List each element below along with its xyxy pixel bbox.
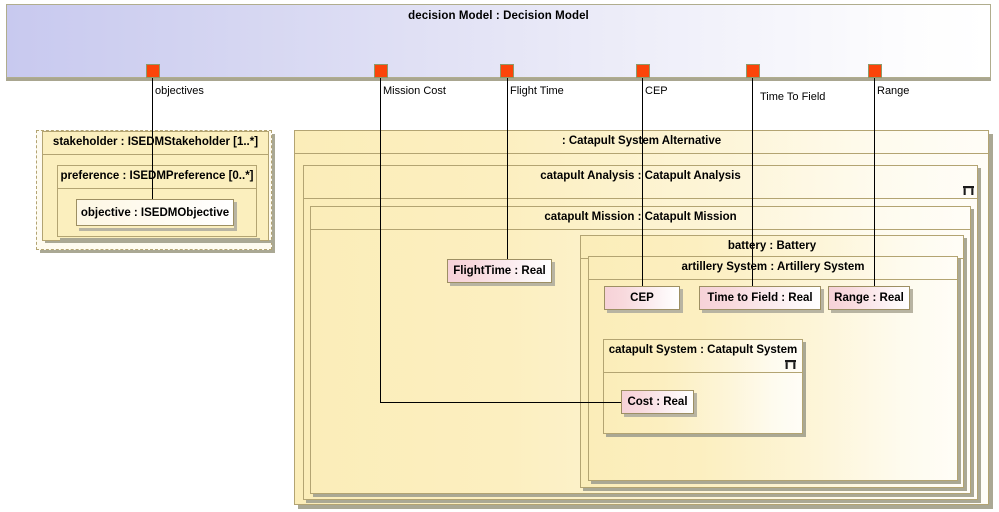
alternative-shadow-right: [989, 134, 993, 509]
connector-mission-cost-horizontal: [380, 402, 621, 403]
cost-box-shadow-right: [694, 393, 697, 417]
connector-time-to-field: [752, 78, 753, 286]
decision-model-title: decision Model : Decision Model: [408, 10, 589, 22]
part-mission-header: catapult Mission : Catapult Mission: [311, 207, 970, 230]
cost-value-box[interactable]: Cost : Real: [621, 390, 694, 414]
connector-cep: [642, 78, 643, 286]
cep-value-label: CEP: [630, 292, 654, 304]
port-label-mission-cost: Mission Cost: [383, 85, 446, 97]
part-analysis-header: catapult Analysis : Catapult Analysis: [304, 166, 977, 199]
part-catapult-system[interactable]: catapult System : Catapult System: [603, 339, 803, 434]
stakeholder-group-shadow: [40, 250, 275, 253]
artillery-shadow-bottom: [591, 481, 961, 484]
objective-box-shadow: [79, 228, 237, 231]
port-time-to-field[interactable]: [746, 64, 760, 78]
artillery-shadow-right: [958, 259, 961, 484]
part-artillery-header: artillery System : Artillery System: [589, 257, 957, 280]
cep-box-shadow-bottom: [607, 310, 683, 313]
port-label-time-to-field: Time To Field: [760, 91, 826, 103]
flighttime-value-label: FlightTime : Real: [453, 265, 546, 277]
range-box-shadow-bottom: [831, 310, 913, 313]
port-label-flight-time: Flight Time: [510, 85, 564, 97]
part-stakeholder-header: stakeholder : ISEDMStakeholder [1..*]: [43, 132, 268, 155]
time-to-field-value-box[interactable]: Time to Field : Real: [699, 286, 821, 310]
port-objectives[interactable]: [146, 64, 160, 78]
connector-range: [874, 78, 875, 286]
port-label-range: Range: [877, 85, 910, 97]
decision-model-bottom-edge: [6, 78, 991, 81]
port-mission-cost[interactable]: [374, 64, 388, 78]
catapult-system-shadow-right: [803, 342, 806, 437]
part-preference-title: preference : ISEDMPreference [0..*]: [60, 170, 254, 182]
alternative-shadow-bottom: [298, 505, 992, 509]
objective-box-label: objective : ISEDMObjective: [80, 206, 230, 219]
ibd-icon-analysis: [963, 186, 974, 195]
flighttime-box-shadow-bottom: [450, 283, 555, 286]
cost-box-shadow-bottom: [624, 414, 697, 417]
part-alternative-title: : Catapult System Alternative: [561, 135, 722, 147]
part-battery-title: battery : Battery: [727, 240, 817, 252]
analysis-shadow-right: [978, 168, 981, 503]
ibd-icon-catapult-system: [785, 360, 796, 369]
catapult-system-shadow-bottom: [606, 434, 806, 437]
part-mission-title: catapult Mission : Catapult Mission: [544, 211, 737, 223]
port-label-cep: CEP: [645, 85, 668, 97]
connector-objectives: [152, 78, 153, 211]
time-to-field-value-label: Time to Field : Real: [707, 292, 813, 304]
range-value-box[interactable]: Range : Real: [828, 286, 910, 310]
mission-shadow-right: [971, 209, 974, 497]
part-analysis-title: catapult Analysis : Catapult Analysis: [540, 170, 741, 182]
part-artillery-title: artillery System : Artillery System: [681, 261, 865, 273]
part-alternative-header: : Catapult System Alternative: [295, 131, 988, 154]
mission-shadow-bottom: [313, 494, 974, 497]
connector-flight-time: [507, 78, 508, 260]
port-cep[interactable]: [636, 64, 650, 78]
port-range[interactable]: [868, 64, 882, 78]
range-box-shadow-right: [910, 289, 913, 313]
part-stakeholder-title: stakeholder : ISEDMStakeholder [1..*]: [52, 136, 259, 148]
part-catapult-system-title: catapult System : Catapult System: [608, 344, 798, 356]
preference-shadow: [60, 238, 260, 241]
range-value-label: Range : Real: [834, 292, 904, 304]
objective-box[interactable]: objective : ISEDMObjective: [76, 199, 234, 226]
cost-value-label: Cost : Real: [627, 396, 688, 408]
port-label-objectives: objectives: [155, 85, 204, 97]
stakeholder-shadow: [45, 240, 272, 243]
cep-value-box[interactable]: CEP: [604, 286, 680, 310]
decision-model-block[interactable]: decision Model : Decision Model: [6, 4, 991, 78]
analysis-shadow-bottom: [306, 500, 981, 503]
objective-box-shadow-right: [234, 202, 237, 231]
connector-mission-cost-vertical: [380, 78, 381, 403]
stakeholder-group-shadow-right: [272, 134, 275, 253]
part-preference-header: preference : ISEDMPreference [0..*]: [58, 166, 256, 189]
ttf-box-shadow-right: [821, 289, 824, 313]
flighttime-value-box[interactable]: FlightTime : Real: [447, 259, 552, 283]
part-catapult-system-header: catapult System : Catapult System: [604, 340, 802, 373]
battery-shadow-bottom: [583, 488, 967, 491]
cep-box-shadow-right: [680, 289, 683, 313]
flighttime-box-shadow-right: [552, 262, 555, 286]
port-flight-time[interactable]: [500, 64, 514, 78]
battery-shadow-right: [964, 238, 967, 491]
ttf-box-shadow-bottom: [702, 310, 824, 313]
